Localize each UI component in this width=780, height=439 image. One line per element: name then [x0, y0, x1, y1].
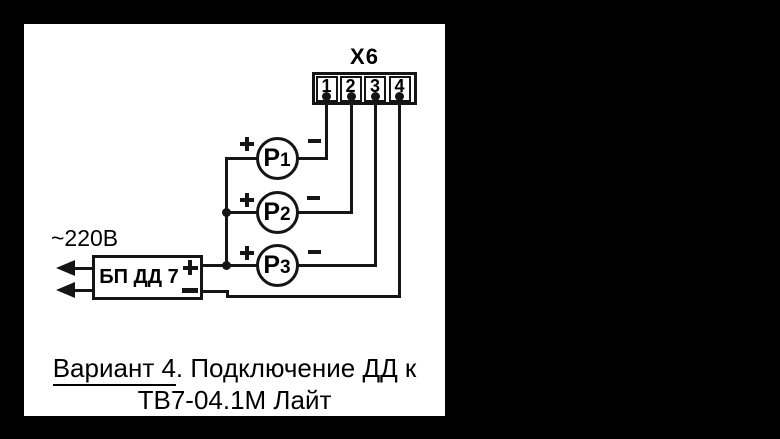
wire — [324, 99, 328, 160]
plus-icon — [239, 136, 254, 151]
connector-pin-cell: 3 — [364, 75, 386, 102]
caption-variant: Вариант 4 — [52, 353, 176, 386]
caption: Вариант 4. Подключение ДД к ТВ7-04.1М Ла… — [24, 352, 445, 416]
wire — [224, 156, 259, 160]
caption-line-2: ТВ7-04.1М Лайт — [137, 385, 332, 415]
wire — [74, 266, 94, 270]
connector-pin-cell: 2 — [339, 75, 362, 102]
wire — [74, 288, 94, 292]
wire — [225, 294, 401, 298]
power-supply-box: БП ДД 7 — [92, 255, 203, 300]
wire — [295, 156, 328, 160]
minus-icon — [307, 196, 320, 200]
arrow-left-icon — [56, 260, 75, 276]
wire — [349, 99, 353, 214]
pin-dot — [321, 91, 331, 101]
plus-icon — [240, 246, 254, 260]
minus-icon — [307, 139, 321, 143]
wire — [295, 210, 353, 214]
connector-label: X6 — [350, 44, 379, 69]
minus-icon — [308, 249, 321, 254]
pin-dot — [371, 91, 380, 101]
mains-voltage-label: ~220В — [51, 225, 119, 251]
sensor-label: Р — [263, 143, 281, 172]
wire — [224, 210, 259, 214]
plus-icon — [239, 193, 254, 207]
junction-dot — [221, 207, 231, 217]
connector-pin-cell: 4 — [388, 75, 411, 102]
pin-dot — [394, 91, 404, 101]
sensor-label: Р — [263, 250, 281, 279]
wire — [295, 263, 377, 267]
wire — [397, 99, 401, 298]
arrow-left-icon — [56, 282, 75, 298]
sensor-label: Р — [263, 197, 281, 226]
minus-icon — [182, 288, 198, 293]
connector-pin-cell: 1 — [315, 75, 338, 102]
wire — [200, 289, 229, 293]
caption-line-1: Вариант 4. Подключение ДД к — [24, 352, 445, 386]
plus-icon — [182, 260, 198, 275]
pin-dot — [346, 91, 356, 101]
wire — [225, 289, 229, 298]
wire — [374, 99, 377, 267]
junction-dot — [221, 260, 231, 270]
power-supply-label: БП ДД 7 — [99, 266, 179, 288]
